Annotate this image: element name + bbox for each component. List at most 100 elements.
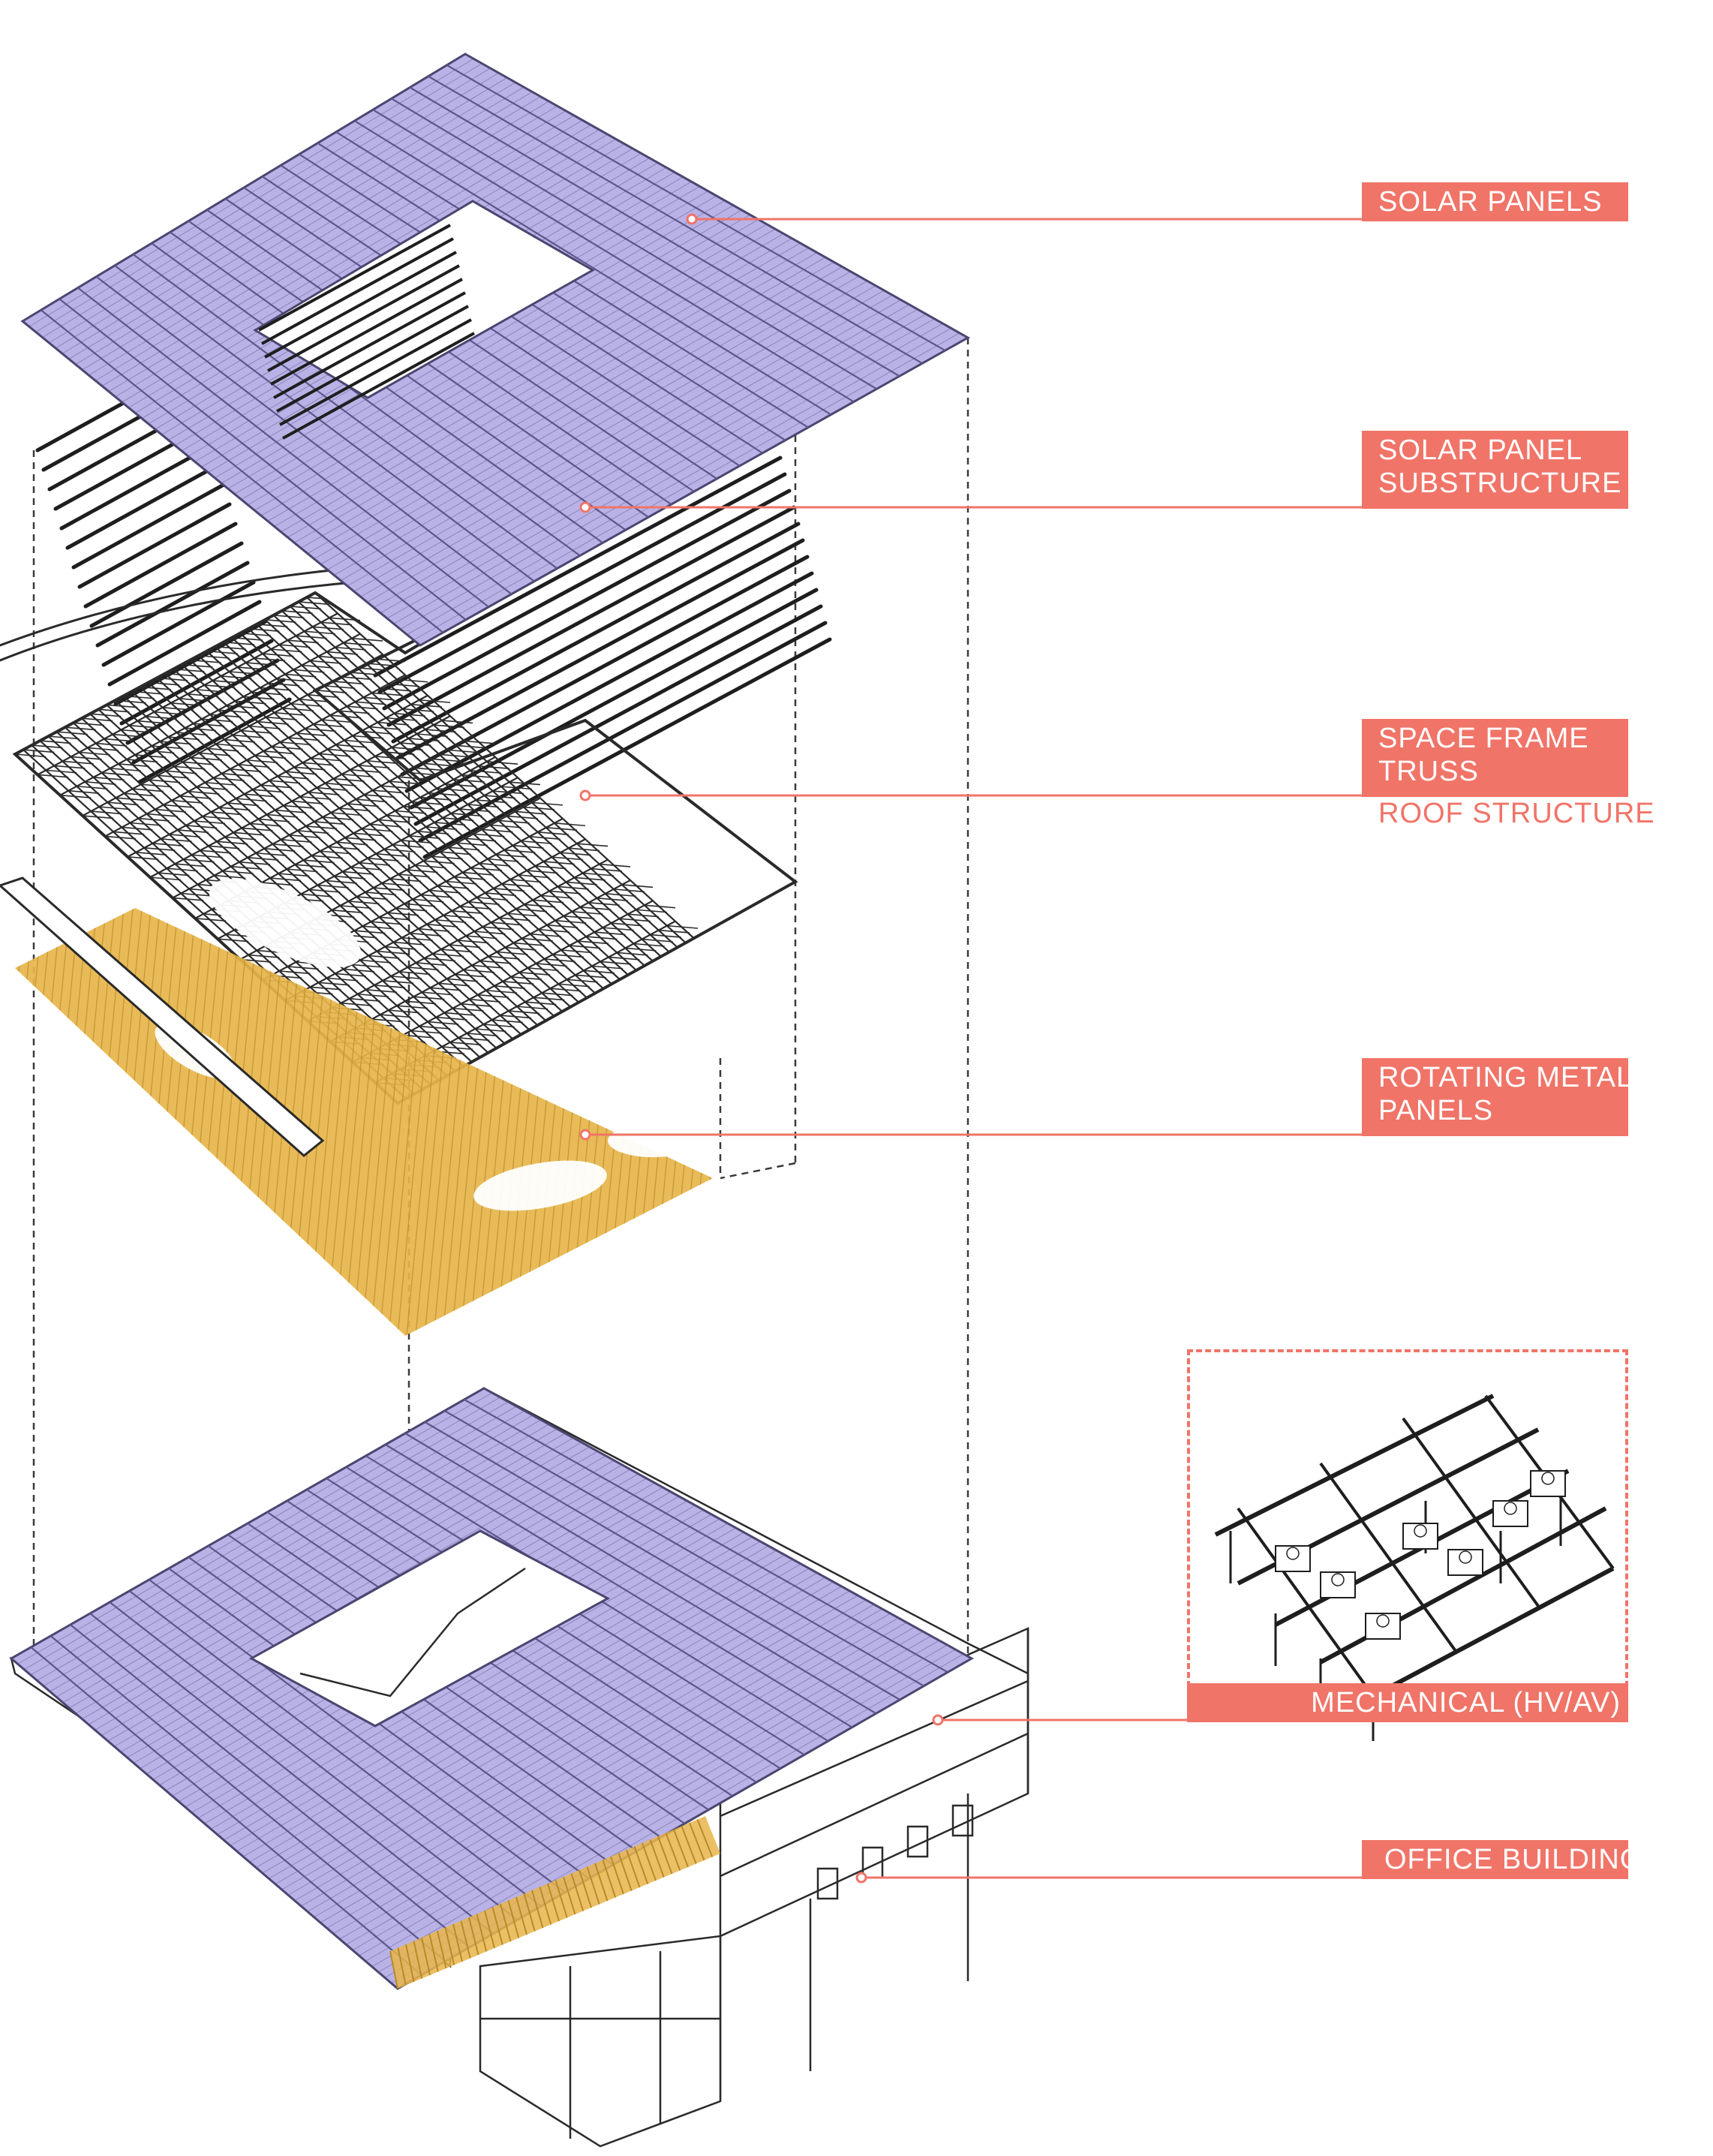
truss-chord [223, 641, 607, 992]
truss-web [254, 657, 286, 662]
truss-web [124, 792, 155, 797]
truss-web [251, 691, 283, 696]
truss-web [580, 906, 612, 910]
truss-web [170, 702, 202, 706]
truss-web [509, 781, 541, 786]
truss-web [168, 736, 200, 741]
truss-web [574, 877, 606, 881]
truss-web [421, 894, 452, 898]
solar-panel-cell [314, 1599, 867, 1918]
truss-web [518, 874, 550, 879]
truss-web [407, 967, 439, 971]
truss-web [419, 796, 452, 801]
truss-chord [106, 704, 490, 1055]
truss-web [577, 940, 609, 945]
truss-web [107, 704, 138, 708]
truss-web [213, 777, 245, 781]
truss-web [454, 876, 485, 880]
truss-web [449, 1042, 482, 1046]
substructure-rail [391, 522, 801, 744]
truss-web [305, 728, 336, 732]
truss-web [99, 806, 131, 810]
truss-web [519, 972, 551, 976]
eave-fin [602, 1860, 617, 1898]
substructure-rail [258, 224, 451, 332]
truss-web [347, 705, 378, 710]
eave-fin [610, 1856, 624, 1895]
truss-web [379, 916, 410, 921]
truss-web [491, 1019, 523, 1024]
truss-web [513, 942, 545, 946]
truss-chord [248, 627, 632, 979]
solar-panel-cell [43, 1410, 525, 1687]
truss-web [219, 807, 251, 811]
truss-web [531, 801, 563, 806]
truss-web [214, 874, 245, 879]
eave-fin [586, 1866, 600, 1905]
solar-panel-cell [249, 1554, 786, 1863]
truss-web [238, 764, 269, 768]
metal-panel-fin [747, 886, 792, 1351]
truss-web [485, 989, 517, 994]
truss-web [309, 889, 341, 893]
truss-web [245, 662, 277, 666]
mechanical-beam [1372, 1566, 1615, 1698]
truss-web [122, 826, 153, 831]
truss-web [464, 740, 496, 744]
substructure-rail [413, 604, 823, 826]
leader-dot-icon [932, 1714, 944, 1726]
truss-web [71, 756, 102, 760]
truss-web [81, 717, 113, 722]
truss-web [126, 759, 158, 763]
truss-web [268, 682, 299, 687]
eave-fin [539, 1887, 552, 1925]
truss-web [546, 924, 579, 928]
truss-web [410, 703, 442, 708]
solar-panel-cell [274, 233, 784, 527]
truss-web [182, 761, 214, 765]
truss-web [279, 644, 311, 648]
solar-panel-cell [287, 1581, 834, 1896]
truss-web [190, 659, 221, 663]
substructure-rail [377, 472, 787, 694]
truss-web [227, 705, 258, 709]
truss-web [171, 799, 203, 804]
truss-web [446, 880, 477, 885]
hvac-fan [1541, 1472, 1555, 1485]
truss-web [387, 912, 419, 916]
eave-fin [681, 1826, 697, 1864]
label-substructure-line2: SUBSTRUCTURE [1378, 468, 1622, 499]
eave-fin [665, 1833, 681, 1871]
substructure-rail [95, 561, 250, 648]
truss-web [341, 1002, 372, 1006]
eave-fin [689, 1822, 705, 1861]
truss-web [172, 897, 204, 901]
truss-web [365, 892, 396, 896]
solar-panel-cell [234, 205, 734, 495]
truss-web [619, 918, 651, 922]
truss-web [341, 676, 372, 681]
truss-web [349, 997, 380, 1002]
truss-web [456, 842, 488, 846]
truss-web [551, 856, 583, 861]
solar-panel-cell [88, 1442, 582, 1725]
truss-web [177, 829, 209, 834]
solar-panel-cell [352, 1626, 915, 1951]
truss-web [293, 669, 325, 673]
truss-web [430, 987, 461, 991]
solar-panel-cell [293, 247, 810, 543]
truss-web [436, 1016, 467, 1021]
truss-web [461, 1003, 492, 1007]
truss-web [185, 825, 217, 829]
truss-web [320, 850, 351, 855]
eave-fin [657, 1836, 673, 1875]
truss-web [419, 1025, 451, 1030]
truss-web [455, 744, 487, 749]
truss-web [389, 780, 421, 785]
solar-panel-cell [307, 1595, 858, 1912]
truss-web [85, 780, 116, 785]
truss-web [437, 787, 468, 792]
eave-fin [421, 1937, 431, 1976]
truss-web [32, 744, 63, 749]
truss-web [204, 684, 236, 689]
